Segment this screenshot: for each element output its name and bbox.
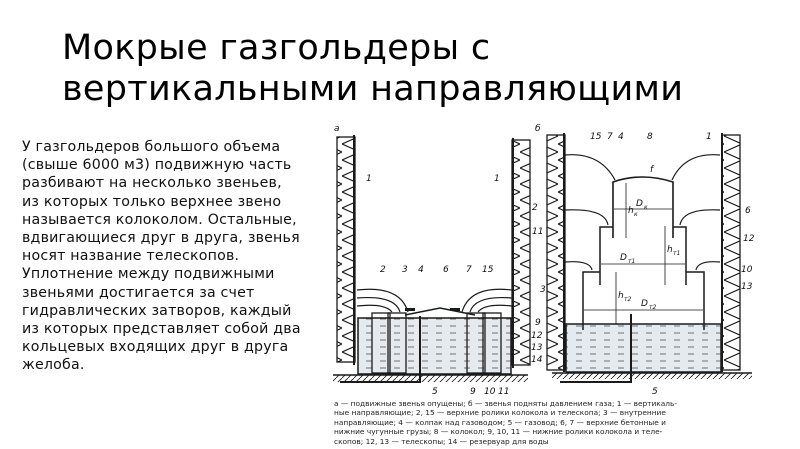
label: 1 xyxy=(706,132,712,142)
figure-caption: а — подвижные звенья опущены; б — звенья… xyxy=(334,399,774,446)
body-line: вдвигающиеся друг в друга, звенья xyxy=(22,230,300,247)
label: 10 xyxy=(741,265,753,275)
label: D xyxy=(620,253,627,263)
label: 11 xyxy=(532,227,543,237)
body-line: (свыше 6000 м3) подвижную часть xyxy=(22,157,292,174)
caption-line: ные направляющие; 2, 15 — верхние ролики… xyxy=(334,408,666,418)
label: h xyxy=(618,291,624,301)
label: 7 xyxy=(466,265,472,275)
label: 10 xyxy=(484,387,496,397)
label: 13 xyxy=(741,282,753,292)
caption-line: направляющие; 4 — колпак над газоводом; … xyxy=(334,417,666,427)
panel-a: а 1 1 2 3 4 6 7 15 xyxy=(333,124,543,397)
label: 1 xyxy=(366,174,372,184)
label: 2 xyxy=(380,265,386,275)
label: 5 xyxy=(432,387,438,397)
label: 7 xyxy=(607,132,613,142)
label: h xyxy=(667,245,673,255)
title-line: Мокрые газгольдеры с xyxy=(62,28,491,68)
label: 12 xyxy=(743,234,755,244)
tank-a xyxy=(333,288,528,383)
title-line: вертикальными направляющими xyxy=(62,69,684,109)
label-sub: т2 xyxy=(649,304,656,311)
label: 6 xyxy=(745,206,751,216)
caption-line: нижние чугунные грузы; 8 — колокол; 9, 1… xyxy=(334,427,663,437)
label: 2 xyxy=(532,203,538,213)
right-guide-truss-b xyxy=(721,133,741,372)
label: 14 xyxy=(531,355,543,365)
label-sub: т1 xyxy=(673,250,680,257)
left-guide-truss-b xyxy=(546,133,566,372)
label: 1 xyxy=(494,174,500,184)
body-line: называется колоколом. Остальные, xyxy=(22,211,297,228)
label: 5 xyxy=(652,387,658,397)
body-line: из которых только верхнее звено xyxy=(22,193,282,210)
label: 13 xyxy=(531,343,543,353)
body-line: разбивают на несколько звеньев, xyxy=(22,175,282,192)
caption-line: скопов; 12, 13 — телескопы; 14 — резерву… xyxy=(334,436,549,446)
body-line: звеньями достигается за счет xyxy=(22,284,255,301)
body-line: Уплотнение между подвижными xyxy=(22,266,275,283)
panel-b-letter: б xyxy=(535,124,541,134)
label: 9 xyxy=(535,318,541,328)
label: 15 xyxy=(590,132,602,142)
bell-and-telescopes xyxy=(564,154,721,330)
tank-b xyxy=(552,314,752,383)
label: 3 xyxy=(540,285,546,295)
body-line: гидравлических затворов, каждый xyxy=(22,302,292,319)
caption-line: а — подвижные звенья опущены; б — звенья… xyxy=(334,399,678,408)
label: 8 xyxy=(647,132,653,142)
body-line: из которых представляет собой два xyxy=(22,321,301,338)
right-guide-truss xyxy=(511,138,531,368)
body-line: кольцевых входящих друг в друга xyxy=(22,339,289,356)
label-sub: к xyxy=(644,204,648,211)
label: 9 xyxy=(470,387,476,397)
body-text: У газгольдеров большого объема (свыше 60… xyxy=(22,138,332,375)
label-sub: т2 xyxy=(624,296,631,303)
label: D xyxy=(641,299,648,309)
gasholder-diagram: а 1 1 2 3 4 6 7 15 xyxy=(330,118,775,398)
label: 12 xyxy=(531,331,543,341)
left-guide-truss xyxy=(336,135,356,365)
label-sub: т1 xyxy=(628,258,635,265)
panel-b: б 15 7 4 xyxy=(532,124,755,397)
label: 4 xyxy=(418,265,424,275)
label: 15 xyxy=(482,265,494,275)
body-line: У газгольдеров большого объема xyxy=(22,139,281,155)
label: 6 xyxy=(443,265,449,275)
body-line: желоба. xyxy=(22,357,85,374)
label: 4 xyxy=(618,132,624,142)
slide-title: Мокрые газгольдеры с вертикальными напра… xyxy=(62,28,683,110)
body-line: носят название телескопов. xyxy=(22,248,240,265)
panel-a-letter: а xyxy=(334,124,340,134)
label: 11 xyxy=(498,387,509,397)
label: h xyxy=(628,206,634,216)
label: f xyxy=(650,165,655,175)
label: D xyxy=(636,199,643,209)
label: 3 xyxy=(402,265,408,275)
label-sub: к xyxy=(634,211,638,218)
